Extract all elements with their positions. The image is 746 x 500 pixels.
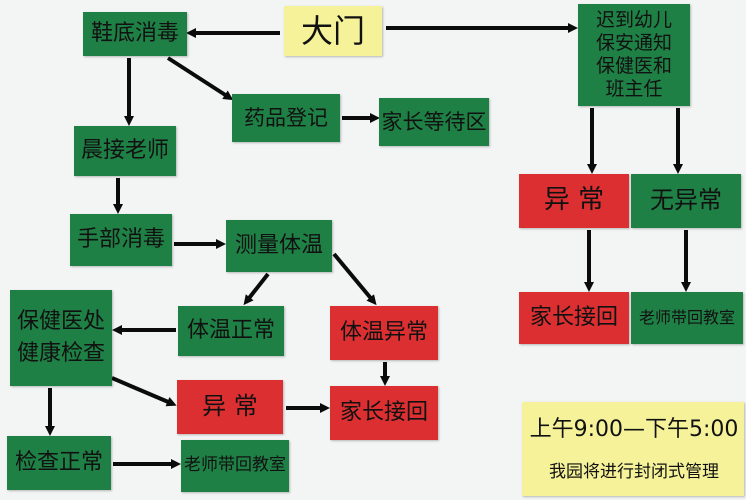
no-abnormal-box: 无异常 <box>631 174 741 228</box>
health-doctor-box: 保健医处 健康检查 <box>10 290 112 386</box>
temp-abnormal-box: 体温异常 <box>330 306 438 360</box>
arrow-shoe-to-drug <box>166 56 234 101</box>
arrow-doctor-to-abnormal <box>111 376 177 407</box>
notice-closed-management: 我园将进行封闭式管理 <box>549 462 719 483</box>
morning-teacher-box: 晨接老师 <box>74 126 176 176</box>
shoe-disinfect-box: 鞋底消毒 <box>83 12 187 56</box>
parent-waiting-box: 家长等待区 <box>379 98 489 146</box>
drug-register-box: 药品登记 <box>232 94 340 142</box>
abnormal-right-box: 异 常 <box>519 174 629 228</box>
check-normal-box: 检查正常 <box>7 436 111 490</box>
notice-hours: 上午9:00—下午5:00 <box>529 417 739 443</box>
arrow-measure-to-abnormal <box>332 252 377 306</box>
hand-disinfect-box: 手部消毒 <box>70 214 172 266</box>
parent-pickup-mid-box: 家长接回 <box>330 386 438 440</box>
teacher-back-bottom-box: 老师带回教室 <box>181 440 289 492</box>
late-notify-box: 迟到幼儿 保安通知 保健医和 班主任 <box>578 4 690 106</box>
notice-board: 上午9:00—下午5:00 我园将进行封闭式管理 <box>522 402 744 496</box>
teacher-back-right-box: 老师带回教室 <box>631 292 743 344</box>
arrow-measure-to-normal <box>243 272 270 306</box>
abnormal-mid-box: 异 常 <box>177 380 283 434</box>
measure-temp-box: 测量体温 <box>226 220 332 272</box>
gate-box: 大门 <box>284 6 382 56</box>
parent-pickup-right-box: 家长接回 <box>519 292 629 344</box>
temp-normal-box: 体温正常 <box>178 306 284 356</box>
